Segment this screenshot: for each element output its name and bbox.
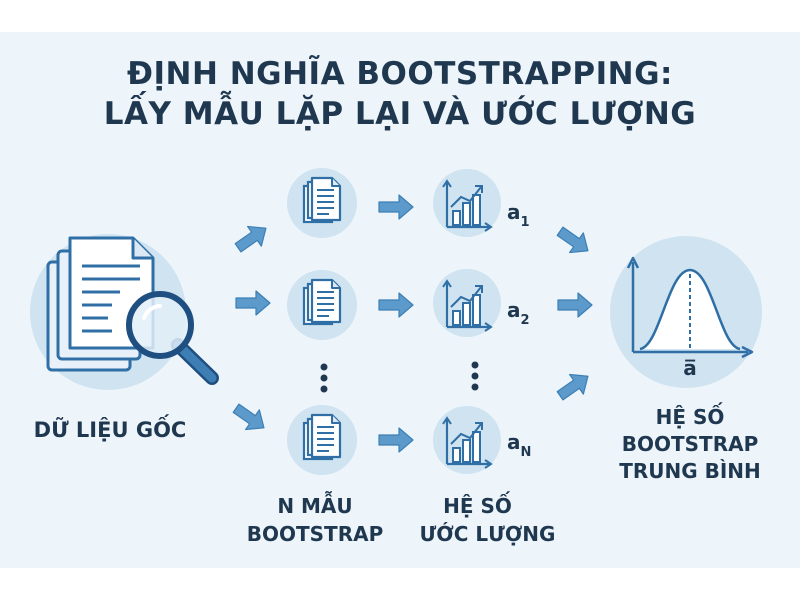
arrow-to-sample-n [228,397,272,439]
result-label-line-1: HỆ SỐ [655,405,725,429]
arrow-to-sample-2 [235,290,271,316]
coefficient-a2-subscript: 2 [520,313,530,328]
document-icon [302,413,342,461]
magnifier-icon [126,291,219,385]
coefficient-a2-label: a2 [507,298,530,328]
coefficient-an-subscript: N [520,445,532,460]
arrow-sample-1-to-estimate-1 [378,194,414,220]
sample-2 [287,270,357,340]
coefficient-an-label: aN [507,430,531,460]
estimate-n [433,406,501,474]
result-label-line-3: TRUNG BÌNH [619,459,761,483]
estimate-ellipsis [471,361,479,391]
coefficient-an-letter: a [507,430,521,454]
diagram-title-line-2: LẤY MẪU LẶP LẠI VÀ ƯỚC LƯỢNG [103,96,697,132]
estimates-label-line-1: HỆ SỐ [443,494,512,518]
estimate-2 [433,269,501,337]
mean-coefficient-symbol: a̅ [683,356,697,380]
arrow-estimate-2-to-result [557,292,593,318]
estimates-label-line-2: ƯỚC LƯỢNG [419,522,556,546]
sample-1 [287,168,357,238]
estimate-1 [433,169,501,237]
document-icon [302,278,342,326]
bell-curve-icon [626,256,754,359]
coefficient-a1-letter: a [507,200,521,224]
diagram-title-line-1: ĐỊNH NGHĨA BOOTSTRAPPING: [127,56,673,92]
original-data-label: DỮ LIỆU GỐC [33,418,187,442]
sample-n [287,405,357,475]
coefficient-a1-subscript: 1 [520,215,530,230]
arrow-estimate-n-to-result [552,365,596,407]
sample-ellipsis [320,363,328,393]
result-label-line-2: BOOTSTRAP [621,432,759,456]
arrow-sample-n-to-estimate-n [378,427,414,453]
coefficient-a1-label: a1 [507,200,530,230]
samples-label-line-2: BOOTSTRAP [246,522,384,546]
original-data-group [30,234,219,390]
document-icon [302,176,342,224]
arrow-sample-2-to-estimate-2 [378,292,414,318]
coefficient-a2-letter: a [507,298,521,322]
result-group [610,236,762,388]
arrow-estimate-1-to-result [552,220,596,262]
samples-label-line-1: N MẪU [277,494,353,518]
arrow-to-sample-1 [230,217,274,259]
